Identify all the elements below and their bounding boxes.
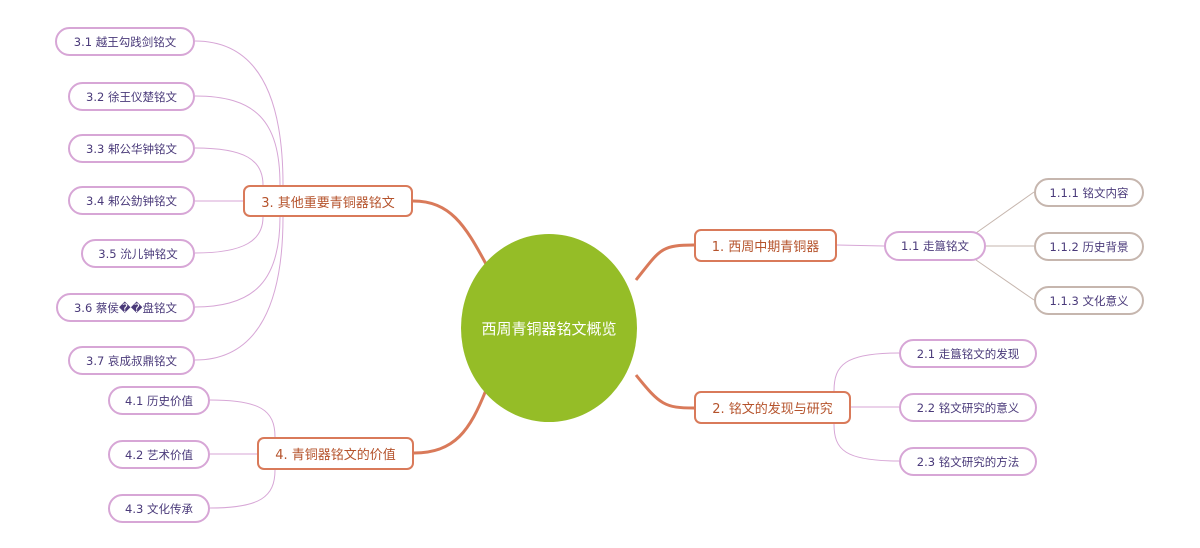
branch-3-6-node[interactable]: 3.6 蔡侯��盘铭文 <box>56 293 195 322</box>
branch-1-1-2-label: 1.1.2 历史背景 <box>1049 239 1129 254</box>
branch-2-1-node[interactable]: 2.1 走簋铭文的发现 <box>899 339 1037 368</box>
branch-3-node[interactable]: 3. 其他重要青铜器铭文 <box>243 185 413 217</box>
branch-1-1-label: 1.1 走簋铭文 <box>901 239 969 253</box>
branch-2-2-label: 2.2 铭文研究的意义 <box>916 400 1020 415</box>
branch-4-3-node[interactable]: 4.3 文化传承 <box>108 494 210 523</box>
branch-2-3-node[interactable]: 2.3 铭文研究的方法 <box>899 447 1037 476</box>
branch-1-1-3-label: 1.1.3 文化意义 <box>1049 293 1129 308</box>
branch-2-2-node[interactable]: 2.2 铭文研究的意义 <box>899 393 1037 422</box>
branch-4-3-label: 4.3 文化传承 <box>125 501 193 516</box>
branch-3-7-label: 3.7 哀成叔鼎铭文 <box>86 353 177 368</box>
branch-2-1-label: 2.1 走簋铭文的发现 <box>916 346 1020 361</box>
root-label: 西周青铜器铭文概览 <box>481 319 617 338</box>
branch-3-label: 3. 其他重要青铜器铭文 <box>261 195 395 211</box>
branch-3-3-label: 3.3 邾公华钟铭文 <box>86 141 177 156</box>
branch-3-4-node[interactable]: 3.4 邾公釛钟铭文 <box>68 186 195 215</box>
branch-1-node[interactable]: 1. 西周中期青铜器 <box>694 229 837 262</box>
branch-3-1-label: 3.1 越王勾践剑铭文 <box>73 34 177 49</box>
branch-4-1-label: 4.1 历史价值 <box>125 393 193 408</box>
branch-4-1-node[interactable]: 4.1 历史价值 <box>108 386 210 415</box>
branch-2-label: 2. 铭文的发现与研究 <box>712 402 833 417</box>
branch-3-3-node[interactable]: 3.3 邾公华钟铭文 <box>68 134 195 163</box>
branch-1-1-2-node[interactable]: 1.1.2 历史背景 <box>1034 232 1144 261</box>
branch-3-2-label: 3.2 徐王仪楚铭文 <box>86 89 177 104</box>
branch-3-2-node[interactable]: 3.2 徐王仪楚铭文 <box>68 82 195 111</box>
branch-3-5-node[interactable]: 3.5 沇儿钟铭文 <box>81 239 195 268</box>
branch-1-1-node[interactable]: 1.1 走簋铭文 <box>884 231 986 261</box>
branch-1-1-1-label: 1.1.1 铭文内容 <box>1049 185 1129 200</box>
branch-4-node[interactable]: 4. 青铜器铭文的价值 <box>257 437 414 470</box>
branch-3-1-node[interactable]: 3.1 越王勾践剑铭文 <box>55 27 195 56</box>
branch-2-3-label: 2.3 铭文研究的方法 <box>916 454 1020 469</box>
branch-4-2-node[interactable]: 4.2 艺术价值 <box>108 440 210 469</box>
branch-4-label: 4. 青铜器铭文的价值 <box>275 448 396 463</box>
branch-3-5-label: 3.5 沇儿钟铭文 <box>98 246 178 261</box>
branch-3-4-label: 3.4 邾公釛钟铭文 <box>86 193 177 208</box>
branch-3-6-label: 3.6 蔡侯��盘铭文 <box>73 300 178 315</box>
branch-2-node[interactable]: 2. 铭文的发现与研究 <box>694 391 851 424</box>
branch-1-1-3-node[interactable]: 1.1.3 文化意义 <box>1034 286 1144 315</box>
root-node[interactable]: 西周青铜器铭文概览 <box>461 234 637 422</box>
branch-3-7-node[interactable]: 3.7 哀成叔鼎铭文 <box>68 346 195 375</box>
branch-4-2-label: 4.2 艺术价值 <box>125 447 193 462</box>
branch-1-1-1-node[interactable]: 1.1.1 铭文内容 <box>1034 178 1144 207</box>
branch-1-label: 1. 西周中期青铜器 <box>711 240 820 255</box>
